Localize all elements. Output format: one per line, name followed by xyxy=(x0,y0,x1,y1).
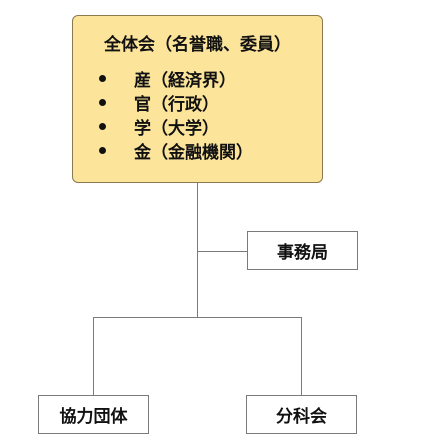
bullet-icon xyxy=(99,122,106,130)
partner-orgs-box: 協力団体 xyxy=(38,395,149,434)
member-list: 産（経済界） 官（行政） 学（大学） 金（金融機関） xyxy=(73,66,322,163)
connector-to-secretariat xyxy=(197,251,247,252)
bullet-icon xyxy=(99,146,106,154)
bullet-icon xyxy=(99,74,106,82)
member-item-academia: 学（大学） xyxy=(99,114,322,139)
secretariat-label: 事務局 xyxy=(277,243,328,263)
member-item-industry: 産（経済界） xyxy=(99,66,322,91)
partner-orgs-label: 協力団体 xyxy=(59,407,128,427)
member-item-finance: 金（金融機関） xyxy=(99,138,322,163)
member-item-label: 官（行政） xyxy=(134,94,219,115)
subcommittee-label: 分科会 xyxy=(276,407,327,427)
bullet-icon xyxy=(99,98,106,106)
connector-vertical-main xyxy=(197,183,198,317)
member-item-government: 官（行政） xyxy=(99,90,322,115)
member-item-label: 学（大学） xyxy=(134,118,219,139)
connector-horizontal-split xyxy=(93,317,302,318)
member-item-label: 産（経済界） xyxy=(134,70,236,91)
connector-to-subcommittee xyxy=(301,317,302,396)
member-item-label: 金（金融機関） xyxy=(134,142,253,163)
general-assembly-title: 全体会（名誉職、委員） xyxy=(104,35,291,55)
secretariat-box: 事務局 xyxy=(247,231,358,270)
subcommittee-box: 分科会 xyxy=(246,395,357,434)
connector-to-partner-orgs xyxy=(93,317,94,396)
general-assembly-box: 全体会（名誉職、委員） 産（経済界） 官（行政） 学（大学） 金（金融機関） xyxy=(72,15,323,183)
